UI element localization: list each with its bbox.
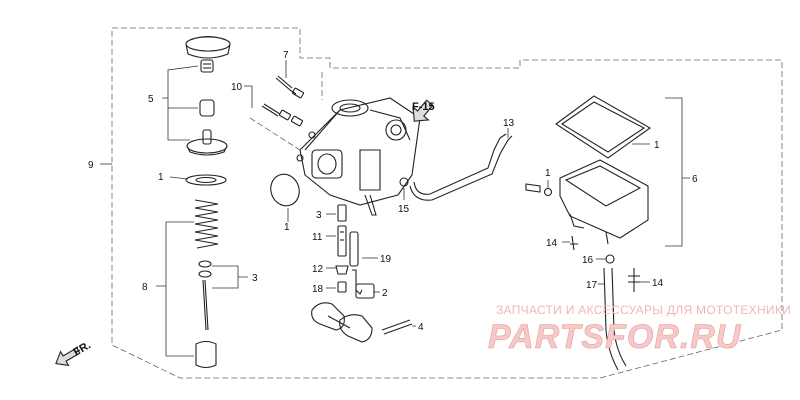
callout-2: 2 [382, 288, 388, 299]
callout-1-top: 1 [654, 140, 660, 151]
callout-14-right: 14 [652, 278, 664, 289]
o-ring [270, 173, 300, 207]
clamp [399, 177, 409, 187]
callout-16: 16 [582, 255, 594, 266]
section-reference [412, 99, 434, 122]
callout-5: 5 [148, 94, 154, 105]
callout-3-mid: 3 [316, 210, 322, 221]
callout-19: 19 [380, 254, 392, 265]
callout-8: 8 [142, 282, 148, 293]
screw-set [261, 75, 305, 127]
callout-13: 13 [503, 118, 515, 129]
jet-parts [335, 204, 375, 299]
needle-stack-group [185, 35, 231, 369]
callout-1-right: 1 [545, 168, 551, 179]
callout-1-oring: 1 [284, 222, 290, 233]
watermark-tagline: ЗАПЧАСТИ И АКСЕССУАРЫ ДЛЯ МОТОТЕХНИКИ [496, 303, 791, 317]
float [311, 302, 373, 343]
float-pin [381, 319, 413, 335]
drain-tube [603, 267, 627, 371]
watermark-logo: PARTSFOR.RU [488, 318, 742, 356]
callout-4: 4 [418, 322, 424, 333]
vent-tube [409, 133, 513, 201]
section-ref-label: F-15 [412, 101, 435, 113]
carburetor-body [296, 97, 421, 216]
callout-15: 15 [398, 204, 410, 215]
front-direction-arrow [55, 347, 81, 367]
callout-3-left: 3 [252, 273, 258, 284]
float-chamber-group [525, 95, 652, 245]
callout-11: 11 [312, 232, 323, 243]
assembly-frame [111, 27, 783, 379]
callout-14-left: 14 [546, 238, 558, 249]
callout-6: 6 [692, 174, 698, 185]
callout-9: 9 [88, 160, 94, 171]
front-marker-label: FR. [72, 339, 93, 358]
callout-7: 7 [283, 50, 289, 61]
callout-10: 10 [231, 82, 243, 93]
callout-12: 12 [312, 264, 324, 275]
callout-18: 18 [312, 284, 324, 295]
callout-17: 17 [586, 280, 598, 291]
callout-1-left: 1 [158, 172, 164, 183]
